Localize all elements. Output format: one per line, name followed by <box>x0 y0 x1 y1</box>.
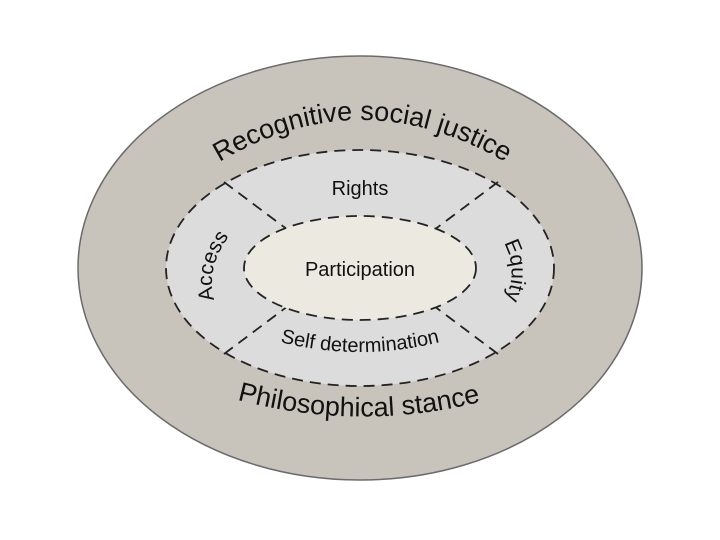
segment-label-rights: Rights <box>332 178 389 200</box>
divider-bottom-right <box>433 305 499 355</box>
divider-bottom-left <box>223 305 289 355</box>
segment-dividers <box>223 181 499 355</box>
divider-top-right <box>433 181 499 231</box>
divider-top-left <box>223 181 289 231</box>
center-label-participation: Participation <box>305 259 415 281</box>
center-ellipse <box>243 215 477 321</box>
